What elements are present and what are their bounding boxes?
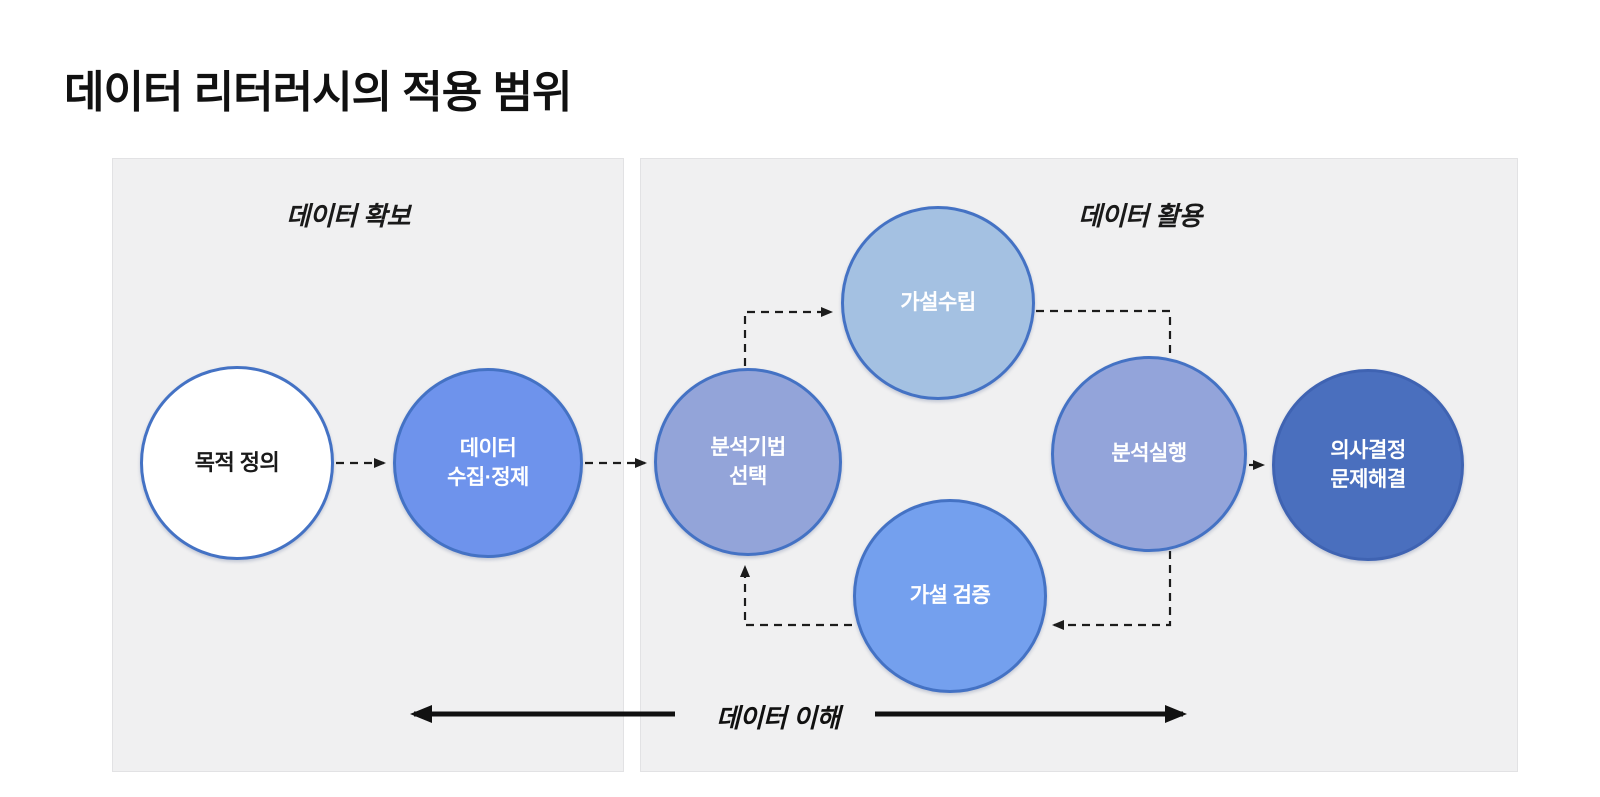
node-label: 가설 검증 <box>909 584 991 608</box>
node-label-line2: 수집·정제 <box>447 466 529 489</box>
node-data-collect-cleanse: 데이터 수집·정제 <box>393 368 583 558</box>
node-label: 가설수립 <box>900 291 976 315</box>
connector-hypothesis-to-execute <box>1036 309 1172 356</box>
panel-label-data-acquisition: 데이터 확보 <box>286 201 410 231</box>
arrow-method-to-hypothesis <box>743 307 833 366</box>
node-label: 분석실행 <box>1111 442 1187 466</box>
arrow-execute-to-verify <box>1052 551 1172 630</box>
node-label-line2: 선택 <box>729 465 767 488</box>
page-title: 데이터 리터러시의 적용 범위 <box>64 68 572 117</box>
node-label-line2: 문제해결 <box>1330 468 1406 491</box>
node-label-line1: 데이터 <box>459 436 517 460</box>
arrow-verify-to-method <box>740 565 852 627</box>
node-hypothesis-verification: 가설 검증 <box>853 499 1047 693</box>
node-label-line1: 의사결정 <box>1330 438 1406 462</box>
node-analysis-method-selection: 분석기법 선택 <box>654 368 842 556</box>
axis-label-data-understanding: 데이터 이해 <box>716 703 840 733</box>
node-purpose-definition: 목적 정의 <box>140 366 334 560</box>
node-analysis-execution: 분석실행 <box>1051 356 1247 552</box>
node-decision-problem-solving: 의사결정 문제해결 <box>1272 369 1464 561</box>
node-label: 목적 정의 <box>194 449 280 475</box>
node-hypothesis-formulation: 가설수립 <box>841 206 1035 400</box>
panel-label-data-utilization: 데이터 활용 <box>1078 201 1202 231</box>
node-label-line1: 분석기법 <box>710 435 786 459</box>
